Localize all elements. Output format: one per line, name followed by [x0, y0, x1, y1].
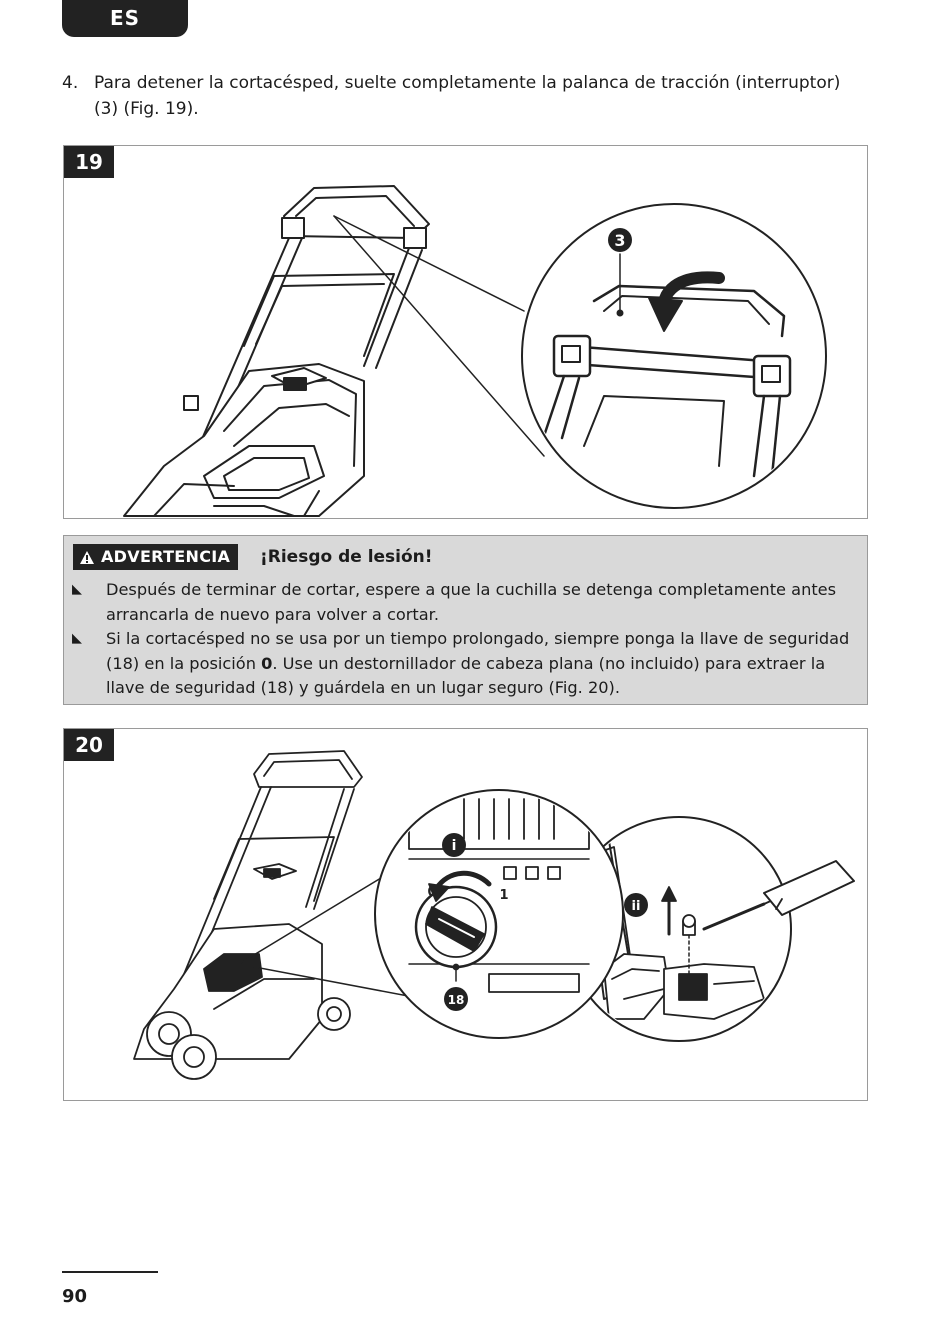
warning-item-text: Después de terminar de cortar, espere a …: [106, 580, 837, 624]
warning-badge: ADVERTENCIA: [73, 544, 239, 570]
figure-label: 20: [64, 729, 114, 761]
step-text: Para detener la cortacésped, suelte comp…: [94, 73, 841, 119]
warning-item-text: Si la cortacésped no se usa por un tiemp…: [106, 629, 850, 697]
warning-heading: ¡Riesgo de lesión!: [260, 547, 433, 567]
page-number: 90: [62, 1286, 88, 1307]
step-number: 4.: [62, 73, 79, 93]
dial-label-0: 0: [427, 885, 436, 900]
position-zero: 0: [261, 653, 273, 673]
figure-20: 20: [63, 728, 868, 1101]
figure-20-illustration: ii 0 1: [133, 750, 855, 1080]
dial-label-1: 1: [499, 888, 508, 903]
callout-18: 18: [448, 993, 465, 1007]
warning-badge-label: ADVERTENCIA: [101, 547, 231, 566]
footer-rule: [62, 1271, 158, 1273]
callout-i: i: [452, 838, 457, 854]
figure-label: 19: [64, 146, 114, 178]
warning-triangle-icon: [80, 550, 94, 564]
callout-3: 3: [614, 231, 625, 250]
warning-box: ADVERTENCIA ¡Riesgo de lesión! ◣ Después…: [63, 535, 868, 705]
callout-ii: ii: [632, 899, 641, 914]
language-tab: ES: [62, 0, 188, 37]
bullet-icon: ◣: [72, 631, 82, 646]
figure-19: 19: [63, 145, 868, 519]
bullet-icon: ◣: [72, 582, 82, 597]
figure-19-illustration: 3: [123, 185, 827, 517]
